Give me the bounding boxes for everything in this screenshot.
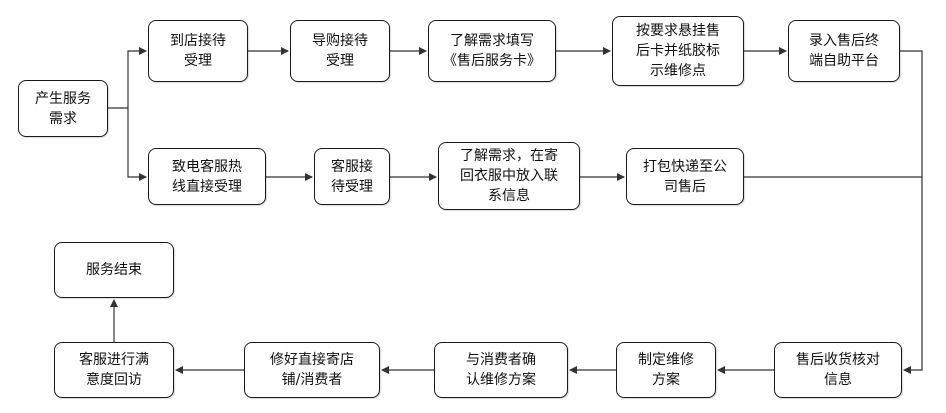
edge-start-split-top [108, 47, 147, 109]
node-receive-check: 售后收货核对 信息 [774, 342, 902, 398]
node-mail-clothes: 了解需求，在寄 回衣服中放入联 系信息 [438, 142, 580, 210]
node-confirm-plan: 与消费者确 认维修方案 [434, 342, 568, 398]
node-end: 服务结束 [54, 242, 174, 298]
node-repair-plan: 制定维修 方案 [616, 342, 716, 398]
node-hang-card: 按要求悬挂售 后卡并纸胶标 示维修点 [612, 16, 744, 86]
node-start: 产生服务 需求 [18, 80, 108, 137]
node-store-reception: 到店接待 受理 [148, 20, 248, 82]
node-shopping-guide: 导购接待 受理 [290, 20, 390, 82]
node-cs-reception: 客服接 待受理 [314, 148, 390, 205]
edge-start-split-bottom [127, 108, 147, 181]
node-courier: 打包快递至公 司售后 [626, 148, 744, 205]
node-enter-terminal: 录入售后终 端自助平台 [788, 20, 900, 82]
edge-terminal-to-receive [900, 50, 923, 374]
node-ship-back: 修好直接寄店 铺/消费者 [244, 342, 380, 398]
node-fill-card: 了解需求填写 《售后服务卡》 [428, 20, 556, 82]
node-hotline: 致电客服热 线直接受理 [148, 148, 266, 205]
node-survey: 客服进行满 意度回访 [54, 342, 174, 398]
